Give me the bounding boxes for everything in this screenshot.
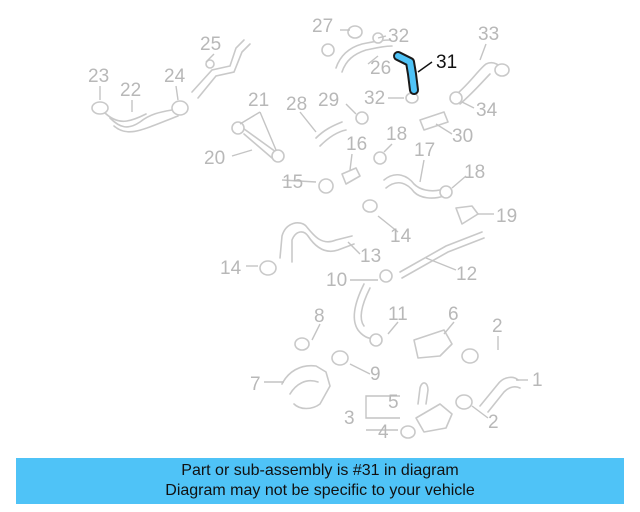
callout-25: 25	[200, 34, 221, 55]
hose-22-outline	[103, 111, 179, 133]
clamp-23	[91, 101, 109, 115]
callout-28: 28	[286, 94, 307, 115]
clamp-34	[449, 91, 463, 105]
fitting-30	[419, 111, 449, 131]
callout-2: 2	[492, 316, 503, 337]
callout-12: 12	[456, 264, 477, 285]
hose-20	[239, 125, 277, 159]
clamp-14b	[259, 260, 277, 276]
callout-29: 29	[318, 90, 339, 111]
clamp-11a	[379, 269, 393, 283]
clamp-8	[294, 337, 310, 351]
callout-2: 2	[488, 412, 499, 433]
callout-18: 18	[386, 124, 407, 145]
callout-31[interactable]: 31	[436, 52, 457, 73]
clamp-18a	[373, 151, 387, 165]
callout-18: 18	[464, 162, 485, 183]
hose-22	[109, 109, 173, 128]
callout-33: 33	[478, 24, 499, 45]
callout-21: 21	[248, 90, 269, 111]
callout-4: 4	[378, 422, 389, 443]
highlighted-hose-31[interactable]	[393, 51, 419, 95]
callout-8: 8	[314, 306, 325, 327]
callout-labels: 1 2 2 3 4 5 6 7 8 9 10 11 12 13 14 14 15…	[88, 16, 543, 443]
clamp-26	[321, 43, 335, 57]
clamp-33	[494, 63, 510, 77]
clamp-2a	[461, 348, 479, 364]
callout-32: 32	[388, 26, 409, 47]
banner-line-part-number: Part or sub-assembly is #31 in diagram	[181, 462, 459, 479]
callout-19: 19	[496, 206, 517, 227]
hose-28	[315, 121, 347, 147]
clamp-11b	[369, 333, 383, 347]
sensor-19	[455, 205, 479, 225]
clamp-9	[331, 350, 349, 366]
clamp-15	[318, 178, 334, 194]
callout-16: 16	[346, 134, 367, 155]
clamp-14a	[362, 199, 378, 213]
fitting-16	[341, 167, 361, 185]
callout-20: 20	[204, 148, 225, 169]
callout-22: 22	[120, 80, 141, 101]
clamp-21b	[271, 149, 285, 163]
clamp-21a	[231, 121, 245, 135]
callout-32: 32	[364, 88, 385, 109]
clamp-2b	[455, 394, 473, 410]
clamp-27	[347, 25, 363, 39]
callout-9: 9	[370, 364, 381, 385]
callout-27: 27	[312, 16, 333, 37]
info-banner: Part or sub-assembly is #31 in diagram D…	[16, 458, 624, 504]
pipe-25-end	[205, 59, 215, 69]
hose-7	[281, 364, 331, 410]
callout-1: 1	[532, 370, 543, 391]
clamp-29	[355, 111, 369, 125]
callout-14: 14	[220, 258, 242, 279]
callout-13: 13	[360, 246, 381, 267]
clamp-18b	[439, 185, 453, 199]
leader-lines	[99, 29, 528, 431]
callout-34: 34	[476, 100, 498, 121]
clamp-24	[171, 100, 189, 116]
callout-14: 14	[390, 226, 412, 247]
callout-10: 10	[326, 270, 347, 291]
pipe-5	[417, 382, 429, 405]
callout-23: 23	[88, 66, 109, 87]
parts-diagram: 1 2 2 3 4 5 6 7 8 9 10 11 12 13 14 14 15…	[88, 16, 543, 443]
callout-3: 3	[344, 408, 355, 429]
callout-11: 11	[388, 304, 408, 325]
callout-17: 17	[414, 140, 435, 161]
pipe-12	[399, 231, 485, 279]
hose-17	[383, 173, 445, 199]
oring-4	[400, 425, 416, 439]
hose-10	[353, 283, 381, 340]
callout-6: 6	[448, 304, 459, 325]
callout-26: 26	[370, 58, 391, 79]
callout-30: 30	[452, 126, 473, 147]
callout-24: 24	[164, 66, 186, 87]
callout-5: 5	[388, 392, 399, 413]
pipe-25	[191, 39, 251, 99]
banner-line-disclaimer: Diagram may not be specific to your vehi…	[165, 482, 475, 499]
callout-15: 15	[282, 172, 303, 193]
hose-1	[479, 376, 521, 413]
fitting-6	[413, 329, 453, 359]
callout-7: 7	[250, 374, 261, 395]
pipe-13	[279, 222, 355, 263]
housing-5	[415, 403, 453, 433]
